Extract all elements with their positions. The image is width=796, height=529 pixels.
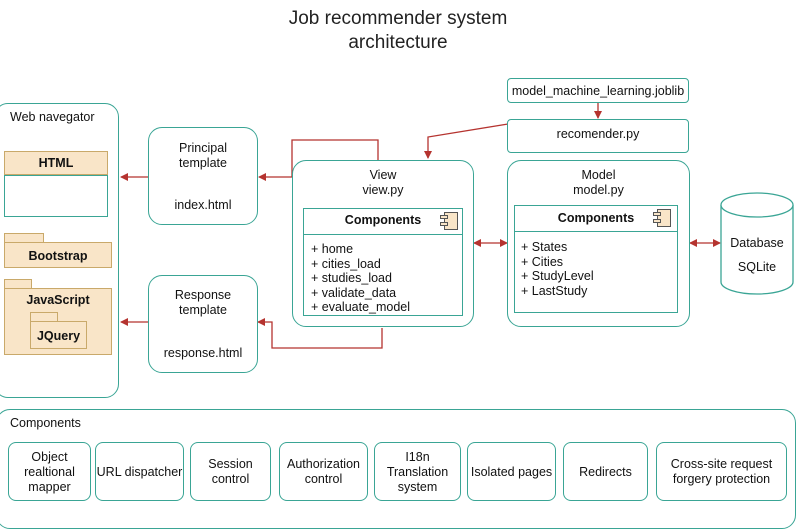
component-redirects-label: Redirects <box>579 465 632 479</box>
component-i18n-line1: I18n <box>405 450 430 464</box>
component-authorization-control: Authorization control <box>279 442 368 501</box>
view-components-box <box>303 208 463 316</box>
bootstrap-package <box>4 242 112 268</box>
component-i18n-line2: Translation <box>386 465 449 479</box>
component-authorization-line1: Authorization <box>287 457 360 471</box>
view-file: view.py <box>362 183 404 197</box>
component-i18n-line3: system <box>397 480 438 494</box>
model-file: model.py <box>573 183 624 197</box>
connector-layer <box>120 103 794 349</box>
components-panel-label: Components <box>10 416 81 430</box>
component-orm-line3: mapper <box>28 480 71 494</box>
html-package-body <box>4 175 108 217</box>
title-line-2: architecture <box>348 32 448 53</box>
recommender-label: recomender.py <box>556 127 640 141</box>
component-session-control: Session control <box>190 442 271 501</box>
jquery-package-label: JQuery <box>36 329 81 343</box>
joblib-label: model_machine_learning.joblib <box>511 84 685 98</box>
view-title: View view.py <box>292 168 474 198</box>
list-item: + cities_load <box>311 256 381 271</box>
javascript-package-label: JavaScript <box>26 293 90 307</box>
database-cylinder <box>720 192 794 295</box>
component-authorization-label: Authorization control <box>280 457 367 487</box>
list-item: + LastStudy <box>521 283 588 298</box>
joblib-box <box>507 78 689 103</box>
component-orm: Object realtional mapper <box>8 442 91 501</box>
model-components-box <box>514 205 678 313</box>
component-url-dispatcher-label: URL dispatcher <box>96 465 183 479</box>
arrow-view-to-response <box>257 318 383 349</box>
component-isolated-pages: Isolated pages <box>467 442 556 501</box>
view-title-text: View <box>369 168 397 182</box>
arrow-view-to-principal <box>258 139 379 181</box>
component-orm-label: Object realtional mapper <box>9 450 90 495</box>
principal-template-title: Principal template <box>148 141 258 171</box>
list-item: + validate_data <box>311 285 397 300</box>
component-i18n-label: I18n Translation system <box>375 450 460 495</box>
model-components-label: Components <box>557 211 635 225</box>
principal-template-line2: template <box>179 156 227 170</box>
response-template-title: Response template <box>148 288 258 318</box>
principal-template-line1: Principal <box>179 141 227 155</box>
database-label: Database SQLite <box>721 236 793 275</box>
view-components-header <box>304 209 462 235</box>
list-item: + studies_load <box>311 271 392 285</box>
list-item: + home <box>311 242 354 256</box>
list-item: + Cities <box>521 254 564 269</box>
component-csrf-line1: Cross-site request <box>670 457 773 471</box>
database-line1: Database <box>730 236 784 250</box>
list-item: + evaluate_model <box>311 300 411 314</box>
title-line-1: Job recommender system <box>288 8 508 29</box>
component-csrf-label: Cross-site request forgery protection <box>657 457 786 487</box>
response-template-line1: Response <box>174 288 232 302</box>
component-redirects: Redirects <box>563 442 648 501</box>
component-orm-line1: Object <box>31 450 68 464</box>
model-components-header <box>515 206 677 232</box>
component-icon <box>440 212 458 230</box>
view-components-label: Components <box>344 213 422 227</box>
model-title-text: Model <box>581 168 616 182</box>
component-session-control-label: Session control <box>191 457 270 487</box>
response-template-file: response.html <box>163 346 243 360</box>
diagram-title: Job recommender system architecture <box>0 7 796 55</box>
list-item: + StudyLevel <box>521 269 594 283</box>
model-title: Model model.py <box>507 168 690 198</box>
recommender-box <box>507 119 689 153</box>
component-authorization-line2: control <box>304 472 343 486</box>
bootstrap-package-label: Bootstrap <box>28 249 88 263</box>
response-template-box <box>148 275 258 373</box>
view-components-list: + home + cities_load + studies_load + va… <box>311 242 410 315</box>
web-navigator-label: Web navegator <box>10 110 95 124</box>
component-icon <box>653 209 671 227</box>
principal-template-box <box>148 127 258 225</box>
component-isolated-pages-label: Isolated pages <box>470 465 553 479</box>
component-csrf-line2: forgery protection <box>672 472 771 486</box>
component-url-dispatcher: URL dispatcher <box>95 442 184 501</box>
database-line2: SQLite <box>737 260 777 274</box>
component-session-line1: Session <box>208 457 253 471</box>
component-i18n: I18n Translation system <box>374 442 461 501</box>
html-package-label: HTML <box>38 156 74 170</box>
component-csrf-protection: Cross-site request forgery protection <box>656 442 787 501</box>
html-package-header <box>4 151 108 175</box>
response-template-line2: template <box>179 303 227 317</box>
component-orm-line2: realtional <box>24 465 75 479</box>
model-components-list: + States + Cities + StudyLevel + LastStu… <box>521 240 594 298</box>
component-session-line2: control <box>211 472 250 486</box>
list-item: + States <box>521 240 568 254</box>
principal-template-file: index.html <box>174 198 232 212</box>
jquery-package <box>30 321 87 349</box>
arrow-recommender-to-view <box>424 123 509 159</box>
